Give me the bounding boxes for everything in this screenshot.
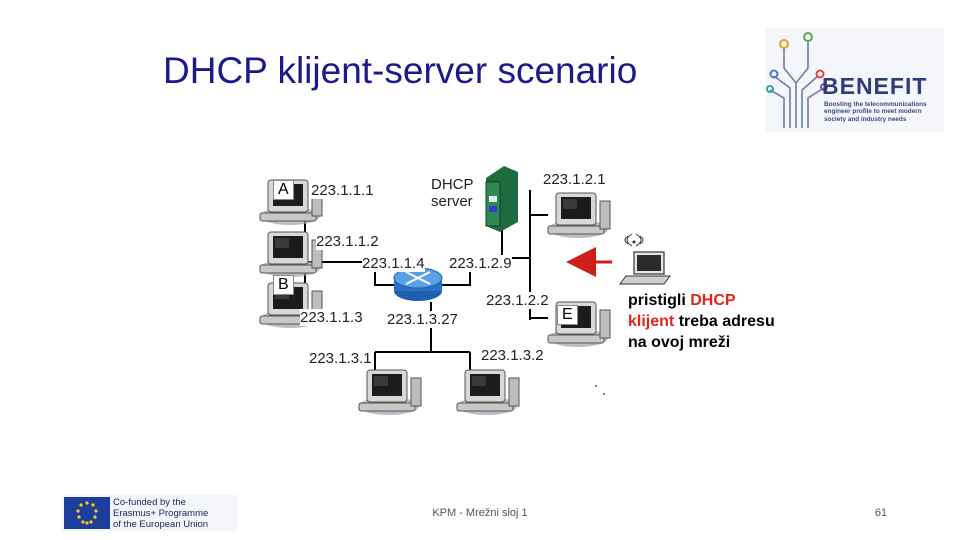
ip-label: 223.1.1.4 xyxy=(362,255,425,272)
eu-text-line: Erasmus+ Programme xyxy=(113,508,209,519)
ip-label: 223.1.2.2 xyxy=(486,292,549,309)
ip-label: 223.1.3.2 xyxy=(481,347,544,364)
benefit-tagline-line: society and industry needs xyxy=(824,115,907,123)
host-e-label: E xyxy=(557,305,578,325)
dhcp-server-line: server xyxy=(431,193,473,210)
ip-label: 223.1.1.2 xyxy=(316,233,379,250)
benefit-wordmark: BENEFIT xyxy=(822,73,928,99)
note-word: pristigli xyxy=(628,292,686,309)
note-highlight-klijent: klijent xyxy=(628,313,675,330)
ip-label: 223.1.2.1 xyxy=(543,171,606,188)
eu-cofunded-text: Co-funded by the Erasmus+ Programme of t… xyxy=(113,497,208,530)
slide-title: DHCP klijent-server scenario xyxy=(163,50,638,91)
ip-label: 223.1.3.1 xyxy=(309,350,372,367)
note-rest: treba adresu na ovoj mreži xyxy=(628,313,775,351)
page-number: 61 xyxy=(874,507,888,519)
benefit-tagline-line: Boosting the telecommunications xyxy=(824,101,927,108)
note-highlight-dhcp: DHCP xyxy=(690,292,736,309)
eu-logo xyxy=(62,495,237,531)
benefit-logo xyxy=(766,28,944,132)
ip-label: 223.1.3.27 xyxy=(387,311,458,328)
router-icon xyxy=(393,267,443,301)
ip-label: 223.1.2.9 xyxy=(449,255,512,272)
eu-text-line: of the European Union xyxy=(113,519,209,530)
host-b-label: B xyxy=(273,275,294,295)
benefit-tagline-line: engineer profile to meet modern xyxy=(824,108,922,116)
laptop-icon xyxy=(619,233,671,285)
server-icon xyxy=(485,166,518,232)
dhcp-server-label: DHCP server xyxy=(431,176,474,210)
client-note: pristigli DHCP klijent treba adresu na o… xyxy=(628,290,778,353)
slide-footer: KPM - Mrežni sloj 1 xyxy=(432,507,528,519)
benefit-tagline: Boosting the telecommunications engineer… xyxy=(824,101,927,123)
eu-text-line: Co-funded by the xyxy=(113,497,186,508)
ip-label: 223.1.1.3 xyxy=(300,309,363,326)
dhcp-server-line: DHCP xyxy=(431,176,474,193)
host-a-label: A xyxy=(273,180,294,200)
ip-label: 223.1.1.1 xyxy=(311,182,374,199)
